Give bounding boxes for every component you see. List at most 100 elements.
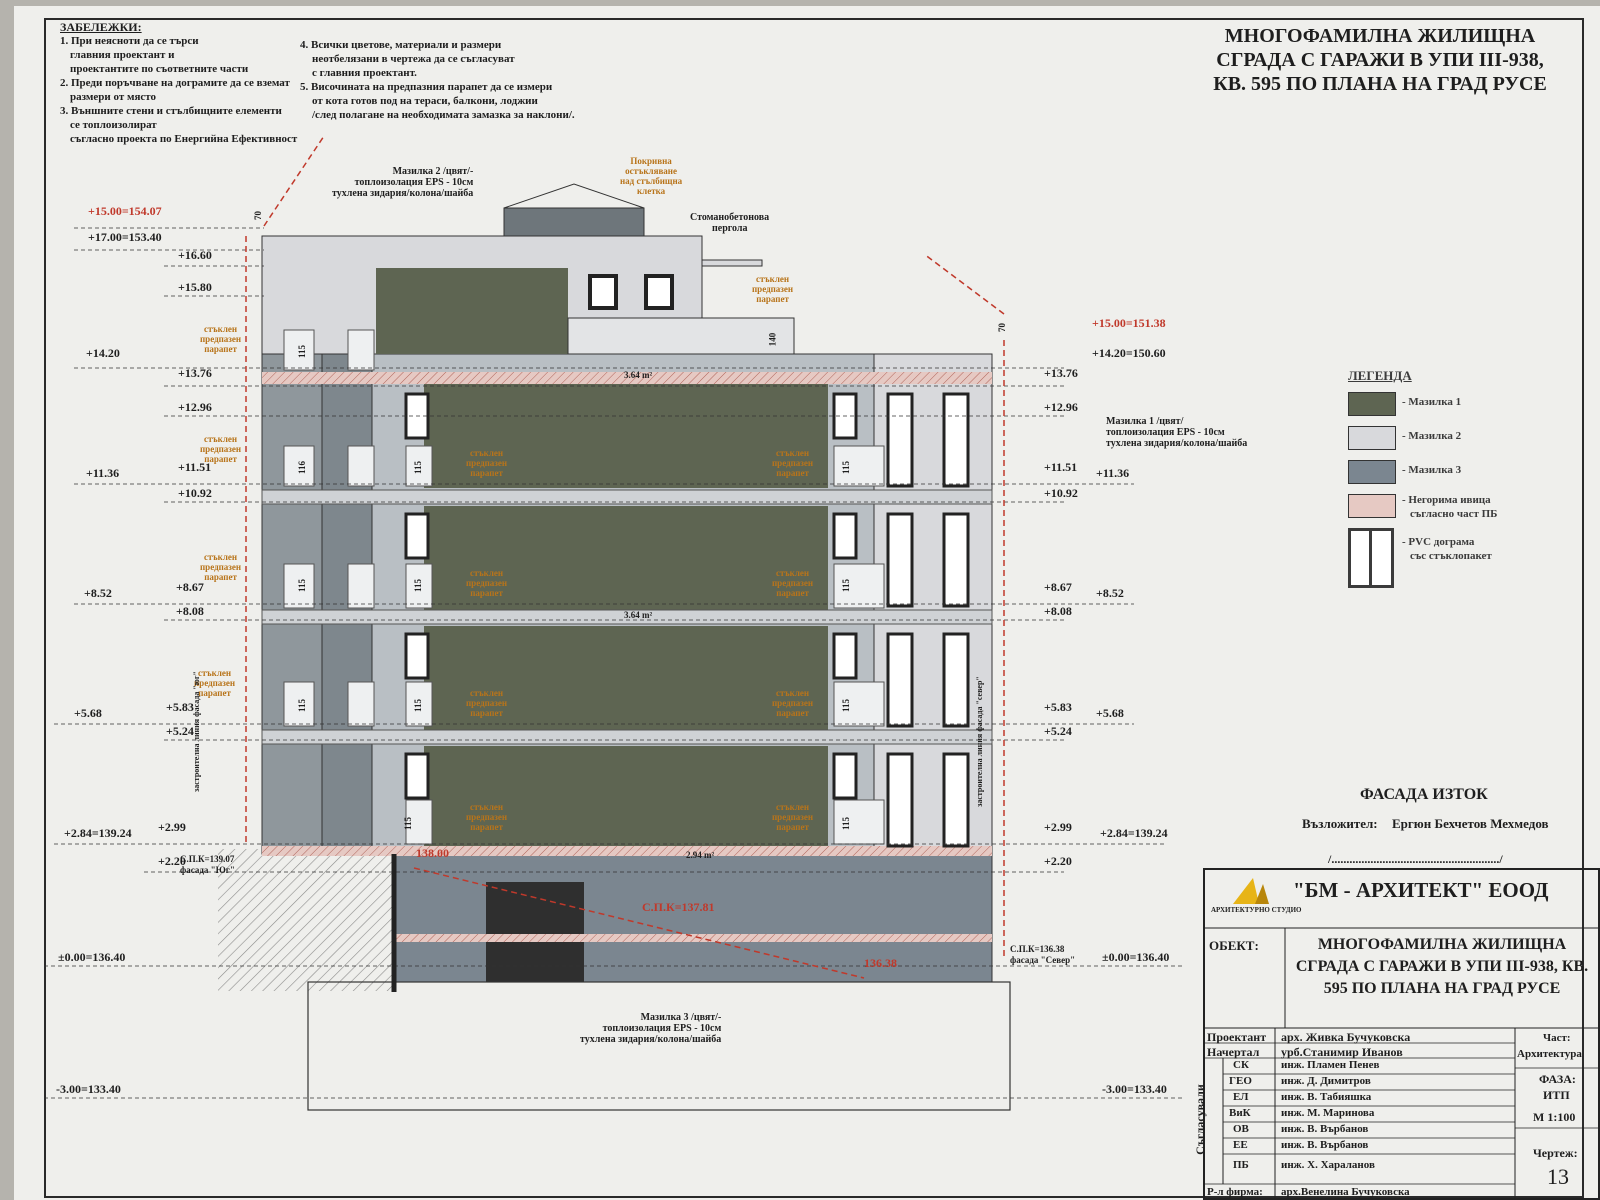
level-label: +13.76 xyxy=(1044,366,1078,380)
mazilka2-note: Мазилка 2 /цвят/- топлоизолация EPS - 10… xyxy=(332,166,474,199)
level-label: +16.60 xyxy=(178,248,212,262)
build-line-south: застроителна линия фасада "юг" xyxy=(191,671,201,792)
studio-label: АРХИТЕКТУРНО СТУДИО xyxy=(1211,906,1302,914)
level-label: +8.08 xyxy=(176,604,204,618)
build-line-north: застроителна линия фасада "север" xyxy=(974,676,984,807)
dimension: 115 xyxy=(413,698,424,713)
area-label: 2.94 m² xyxy=(686,850,715,860)
firm-label: Р-л фирма: xyxy=(1207,1186,1263,1198)
note-line: с главния проектант. xyxy=(312,67,417,79)
spk-red-bottom: 136.38 xyxy=(864,956,897,970)
dimension: 115 xyxy=(297,698,308,713)
stair-roof xyxy=(503,207,645,237)
object-text: МНОГОФАМИЛНА ЖИЛИЩНА СГРАДА С ГАРАЖИ В У… xyxy=(1295,936,1589,997)
title-block-grid xyxy=(1203,868,1600,1200)
legend-label: съгласно част ПБ xyxy=(1410,508,1498,520)
legend-label: - Мазилка 2 xyxy=(1402,430,1462,442)
foundation-outline xyxy=(307,981,1011,1111)
dimension: 115 xyxy=(841,816,852,831)
level-label: +8.67 xyxy=(176,580,204,594)
row-code: ГЕО xyxy=(1229,1075,1252,1087)
window xyxy=(588,274,618,310)
row-code: ПБ xyxy=(1233,1159,1249,1171)
level-label: +5.24 xyxy=(1044,724,1072,738)
facade-name: ФАСАДА ИЗТОК xyxy=(1360,786,1488,803)
level-label: +5.83 xyxy=(166,700,194,714)
legend-label: със стъклопакет xyxy=(1410,550,1492,562)
row-code: ВиК xyxy=(1229,1107,1251,1119)
windows xyxy=(404,392,970,848)
level-label: +2.99 xyxy=(1044,820,1072,834)
notes-heading: ЗАБЕЛЕЖКИ: xyxy=(60,20,142,34)
scale: М 1:100 xyxy=(1533,1110,1576,1124)
spk-red-top: 138.00 xyxy=(416,846,449,860)
dimension: 115 xyxy=(413,460,424,475)
fire-strip xyxy=(394,934,992,942)
roof-glazing-note: Покривна остъкляване над стълбищна клетк… xyxy=(620,156,683,196)
drawing-sheet: ЗАБЕЛЕЖКИ: 1. При неясноти да се търси г… xyxy=(14,6,1600,1200)
part-label: Част: xyxy=(1543,1032,1571,1044)
level-label: +5.68 xyxy=(1096,706,1124,720)
drawing-frame xyxy=(44,18,1584,1198)
legend-label: - PVC дограма xyxy=(1402,536,1475,548)
studio-logo xyxy=(1233,878,1269,904)
level-label: +5.68 xyxy=(74,706,102,720)
designer: арх. Живка Бучуковска xyxy=(1281,1030,1411,1044)
row-code: ЕЛ xyxy=(1233,1091,1249,1103)
glass-parapets xyxy=(283,329,885,845)
level-label: +13.76 xyxy=(178,366,212,380)
dimension: 115 xyxy=(841,460,852,475)
level-label: +11.51 xyxy=(178,460,212,474)
level-label: +2.84=139.24 xyxy=(64,826,132,840)
pergola-note: Стоманобетонова пергола xyxy=(690,212,770,234)
note-line: 3. Външните стени и стълбищните елементи xyxy=(60,105,282,117)
dimension: 115 xyxy=(841,698,852,713)
row-name: инж. М. Маринова xyxy=(1281,1107,1375,1119)
drawing-number: 13 xyxy=(1547,1164,1569,1189)
note-line: 1. При неясноти да се търси xyxy=(60,35,199,47)
top-terrace-parapet xyxy=(567,317,795,355)
legend-swatch xyxy=(1348,494,1396,518)
level-label: +2.99 xyxy=(158,820,186,834)
level-label: +17.00=153.40 xyxy=(88,230,162,244)
row-name: инж. Пламен Пенев xyxy=(1281,1059,1380,1071)
phase-label: ФАЗА: xyxy=(1539,1072,1576,1086)
dimension: 115 xyxy=(413,578,424,593)
dimension: 115 xyxy=(403,816,414,831)
building-lines xyxy=(245,135,1005,979)
dimension: 116 xyxy=(297,460,308,475)
drawn-label: Начертал xyxy=(1207,1045,1260,1059)
level-label: +11.36 xyxy=(1096,466,1130,480)
dimension: 115 xyxy=(297,344,308,359)
level-label: +5.24 xyxy=(166,724,194,738)
level-label: +14.20=150.60 xyxy=(1092,346,1166,360)
row-name: инж. Д. Димитров xyxy=(1281,1075,1371,1087)
title-block: АРХИТЕКТУРНО СТУДИО "БМ - АРХИТЕКТ" ЕООД… xyxy=(1193,868,1600,1200)
floor-slabs xyxy=(261,372,993,856)
note-line: 4. Всички цветове, материали и размери xyxy=(300,39,502,51)
pergola xyxy=(701,259,763,267)
spk-north: С.П.К=136.38 фасада "Север" xyxy=(1010,944,1076,965)
drawn-by: урб.Станимир Иванов xyxy=(1281,1045,1403,1059)
legend-swatch xyxy=(1348,460,1396,484)
level-lines xyxy=(44,227,1184,1099)
designer-label: Проектант xyxy=(1207,1030,1267,1044)
mazilka1-panel xyxy=(424,626,828,730)
mazilka1-note: Мазилка 1 /цвят/ топлоизолация EPS - 10с… xyxy=(1106,416,1248,449)
dimension: 140 xyxy=(767,332,778,347)
drawing-label: Чертеж: xyxy=(1533,1146,1578,1160)
row-name: инж. В. Върбанов xyxy=(1281,1123,1369,1135)
notes-col1: ЗАБЕЛЕЖКИ: 1. При неясноти да се търси г… xyxy=(60,20,297,146)
dimension: 115 xyxy=(841,578,852,593)
note-line: проектантите по съответните части xyxy=(70,63,249,75)
spk-south: С.П.К=139.07 фасада "Юг" xyxy=(180,854,235,875)
company-name: "БМ - АРХИТЕКТ" ЕООД xyxy=(1293,878,1549,902)
dimension: 70 xyxy=(253,211,263,220)
